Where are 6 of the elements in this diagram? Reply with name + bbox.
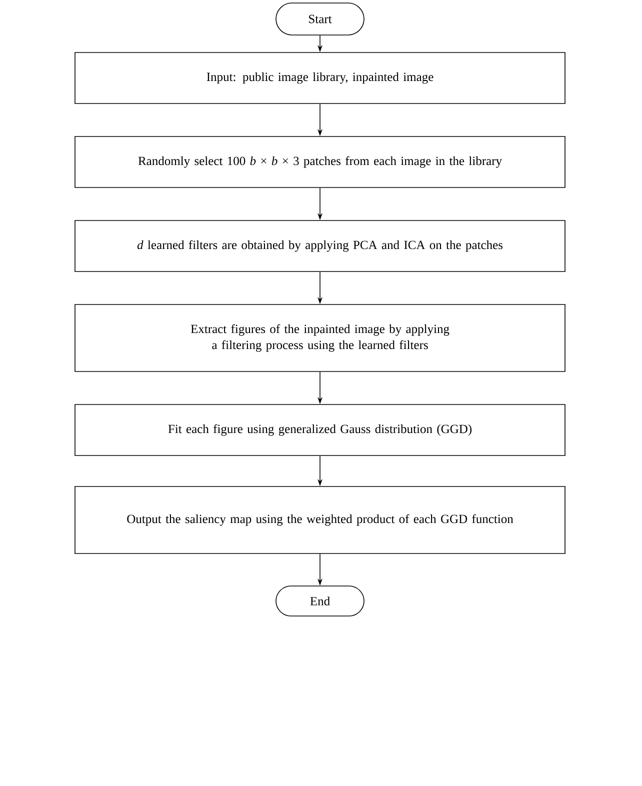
process-box: Randomly select 100 b × b × 3 patches from each image in the library [74,136,566,188]
process-box: Fit each figure using generalized Gauss distribution (GGD) [74,404,566,456]
process-box: Extract figures of the inpainted image by applying a filtering process using the learned filters [74,304,566,372]
process-box: d learned filters are obtained by applying PCA and ICA on the patches [74,220,566,272]
process-box: Output the saliency map using the weighted product of each GGD function [74,486,566,554]
process-box: Input: public image library, inpainted image [74,52,566,104]
